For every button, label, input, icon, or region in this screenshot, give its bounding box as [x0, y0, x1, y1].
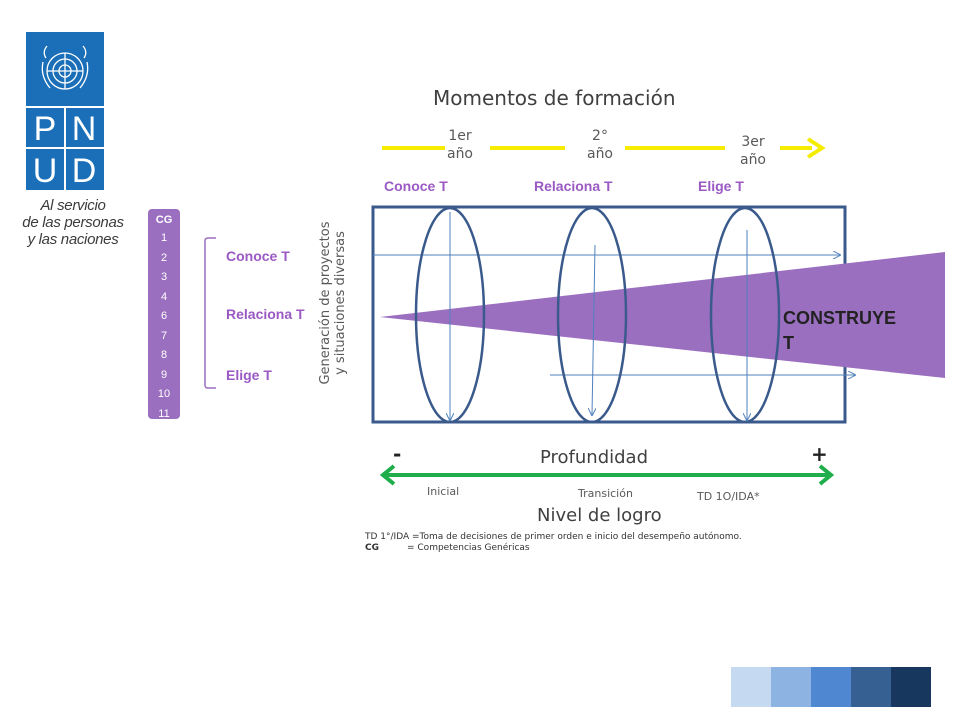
construye-line: T: [783, 333, 794, 353]
main-diagram: [371, 205, 945, 424]
color-swatch: [851, 667, 891, 707]
cg-number: 3: [160, 271, 168, 283]
green-double-arrow: [379, 464, 835, 486]
year-3: 3er año: [733, 133, 773, 169]
color-swatch: [811, 667, 851, 707]
achievement-level-label: Nivel de logro: [537, 505, 662, 526]
footnote-abbr: CG: [365, 543, 379, 553]
yellow-timeline: [382, 137, 826, 159]
footnote-definition: = Competencias Genéricas: [407, 543, 530, 553]
arrow-right-icon: [806, 137, 826, 159]
logo-letter-d: D: [72, 152, 97, 190]
construye-wedge: [380, 252, 945, 378]
cg-header: CG: [155, 214, 173, 226]
logo-tagline: Al servicio de las personas y las nacion…: [18, 197, 128, 248]
logo-letter-n: N: [72, 110, 97, 148]
cg-number: 2: [160, 251, 168, 264]
cg-number: 6: [160, 310, 168, 322]
cg-number: 1: [160, 232, 168, 244]
cg-number: 9: [160, 368, 168, 381]
vertical-label-line: Generación de proyectos: [318, 221, 333, 385]
depth-label: Profundidad: [540, 447, 649, 468]
cg-number: 8: [160, 349, 168, 361]
level-inicial: Inicial: [427, 485, 460, 498]
logo-letter-p: P: [34, 110, 57, 148]
stage-label-relaciona: Relaciona T: [534, 178, 613, 194]
year-line: año: [739, 152, 767, 168]
footnote: TD 1°/IDA =Toma de decisiones de primer …: [365, 532, 742, 554]
stage-ellipse-3: [709, 206, 781, 424]
cg-number: 10: [157, 388, 171, 400]
vertical-axis-label: Generación de proyectos y situaciones di…: [318, 203, 348, 403]
construye-label: CONSTRUYE T: [783, 306, 897, 356]
color-swatch: [731, 667, 771, 707]
left-bracket: [204, 237, 216, 389]
minus-sign: -: [393, 442, 402, 466]
pnud-logo: P N U D: [26, 32, 104, 190]
year-1: 1er año: [440, 127, 480, 163]
diagram-title: Momentos de formación: [433, 86, 676, 110]
tagline-line: Al servicio: [40, 197, 106, 214]
year-line: año: [446, 146, 474, 162]
un-emblem-icon: P N U D: [26, 45, 104, 190]
level-transicion: Transición: [578, 487, 633, 500]
color-swatch: [771, 667, 811, 707]
tagline-line: y las naciones: [27, 231, 119, 248]
color-swatch: [891, 667, 931, 707]
stage-label-elige: Elige T: [698, 178, 744, 194]
tagline-line: de las personas: [22, 214, 124, 231]
logo-letter-u: U: [33, 152, 58, 190]
footnote-line-2: CG = Competencias Genéricas: [365, 543, 742, 554]
arrow-left-icon: [379, 464, 396, 486]
left-label-conoce: Conoce T: [226, 248, 290, 264]
year-line: año: [586, 146, 614, 162]
vertical-label-line: y situaciones diversas: [333, 231, 348, 375]
year-line: 2°: [592, 128, 608, 144]
left-label-elige: Elige T: [226, 367, 272, 383]
stage-ellipse-1: [414, 206, 486, 424]
stage-label-conoce: Conoce T: [384, 178, 448, 194]
level-td: TD 1O/IDA*: [697, 490, 760, 503]
ellipse-axis: [592, 244, 595, 415]
footnote-line-1: TD 1°/IDA =Toma de decisiones de primer …: [365, 532, 742, 542]
left-label-relaciona: Relaciona T: [226, 306, 305, 322]
year-line: 1er: [448, 128, 472, 144]
arrow-right-icon: [818, 464, 835, 486]
cg-number: 7: [160, 329, 168, 342]
stage-ellipse-2: [556, 206, 628, 424]
cg-list-box: CG 1 2 3 4 6 7 8 9 10 11: [148, 209, 180, 420]
cg-number: 11: [158, 407, 170, 420]
plus-sign: +: [811, 442, 828, 466]
construye-line: CONSTRUYE: [783, 308, 897, 328]
year-line: 3er: [741, 134, 765, 150]
cg-number: 4: [160, 290, 168, 303]
year-2: 2° año: [580, 127, 620, 163]
